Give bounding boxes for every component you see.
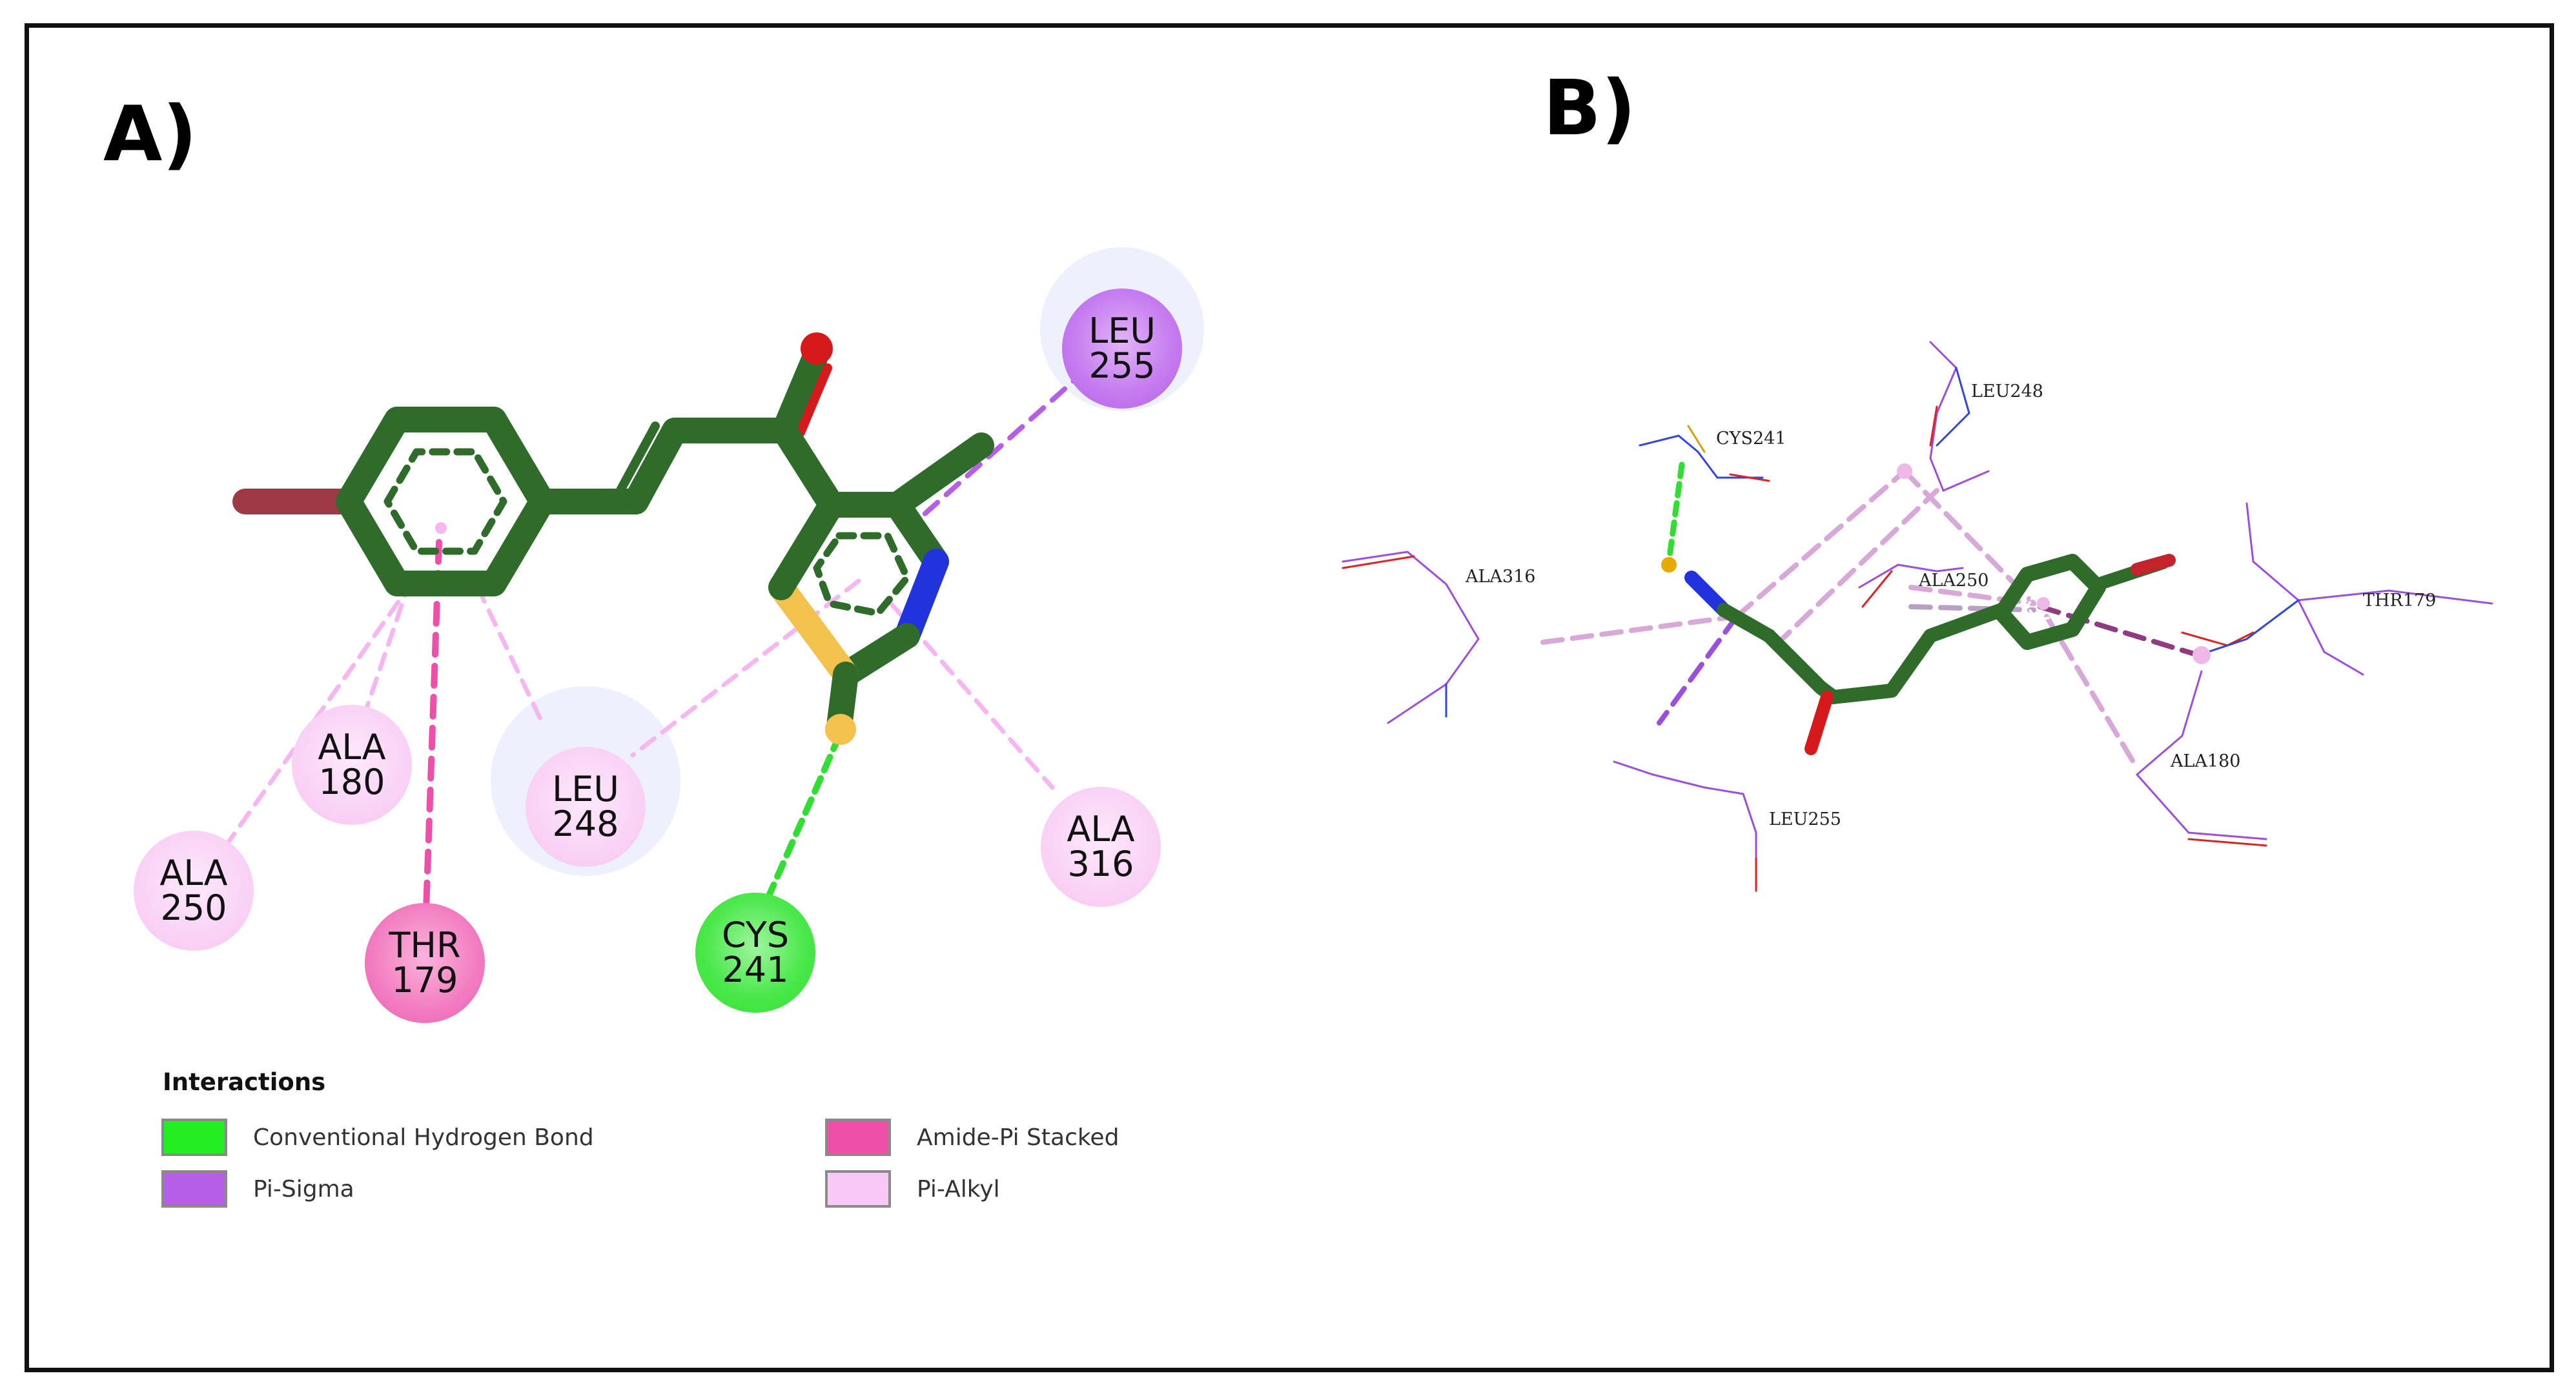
ala316-wire xyxy=(1342,551,1480,724)
pi-alkyl-3d-ala180 xyxy=(2044,614,2140,771)
legend-swatch-pi-sigma xyxy=(161,1170,227,1208)
residue-number: 250 xyxy=(160,888,227,928)
benzene-aromatic-dashes xyxy=(383,448,507,555)
sulfur-atom xyxy=(825,714,856,745)
thiazole-s-bond-2 xyxy=(768,492,844,600)
pose-3d-view: LEU248 CYS241 ALA316 ALA250 THR179 ALA18… xyxy=(1342,341,2493,892)
pi-alkyl-3d-leu248-a xyxy=(1734,469,1907,619)
benzene-ring xyxy=(336,407,555,596)
residue-number: 316 xyxy=(1067,844,1134,884)
label-3d-leu248: LEU248 xyxy=(1971,381,2043,401)
carbonyl-double xyxy=(796,363,832,437)
ligand-2d-structure xyxy=(232,332,994,745)
ala180-wire xyxy=(2135,670,2267,840)
label-3d-thr179: THR179 xyxy=(2363,591,2436,611)
legend-label-h-bond: Conventional Hydrogen Bond xyxy=(253,1124,594,1151)
residue-name: ALA xyxy=(318,727,386,767)
legend-item-amide-pi: Amide-Pi Stacked xyxy=(825,1119,1119,1156)
ring-link-bond xyxy=(772,418,844,518)
pi-sigma-3d-leu255 xyxy=(1657,614,1739,725)
legend-title: Interactions xyxy=(163,1068,326,1096)
pi-alkyl-3d-leu248-b xyxy=(1902,469,2036,606)
residue-name: LEU xyxy=(1089,310,1156,351)
thiazole-aromatic-dashes xyxy=(813,532,911,617)
h-bond-line-cys241 xyxy=(765,733,843,900)
pi-alkyl-line-leu248-ring1 xyxy=(475,585,545,725)
oxygen-atom xyxy=(801,332,833,365)
label-3d-ala316: ALA316 xyxy=(1465,567,1535,587)
legend-swatch-amide-pi xyxy=(825,1119,891,1156)
residue-number: 179 xyxy=(391,960,458,1000)
label-3d-cys241: CYS241 xyxy=(1716,429,1786,449)
residue-name: LEU xyxy=(552,769,619,809)
legend-item-pi-alkyl: Pi-Alkyl xyxy=(825,1170,1000,1208)
legend-label-pi-alkyl: Pi-Alkyl xyxy=(917,1175,1000,1202)
thiazole-s-bond-1 xyxy=(768,574,859,687)
legend-swatch-h-bond xyxy=(161,1119,227,1156)
residue-name: THR xyxy=(389,925,461,966)
legend-item-h-bond: Conventional Hydrogen Bond xyxy=(161,1119,594,1156)
legend-item-pi-sigma: Pi-Sigma xyxy=(161,1170,354,1208)
leu248-wire xyxy=(1929,341,1990,492)
cys241-wire xyxy=(1639,434,1764,479)
residue-name: ALA xyxy=(159,853,228,893)
h-bond-3d xyxy=(1666,462,1685,565)
methyl-bond xyxy=(884,432,994,518)
carbonyl-bond xyxy=(772,345,828,443)
pi-alkyl-line-ala180 xyxy=(359,578,413,725)
label-3d-ala180: ALA180 xyxy=(2170,751,2240,771)
amide-pi-line-thr179 xyxy=(423,539,442,913)
label-3d-leu255: LEU255 xyxy=(1769,809,1841,829)
pi-alkyl-3d-ala250 xyxy=(1908,604,2036,613)
ala250-wire xyxy=(1858,563,1964,589)
residue-name: CYS xyxy=(721,915,790,955)
figure-frame xyxy=(25,23,2554,1372)
vinyl-double-bond-2 xyxy=(614,421,660,498)
residue-wireframes xyxy=(1342,341,2493,892)
legend-swatch-pi-alkyl xyxy=(825,1170,891,1208)
residue-number: 241 xyxy=(722,949,789,990)
thiazole-n-bond xyxy=(894,549,949,649)
thr179-wire xyxy=(2245,502,2493,605)
pi-sigma-line-leu255 xyxy=(901,369,1087,535)
leu255-wire xyxy=(1613,760,1757,886)
panel-a-label: A) xyxy=(103,89,198,178)
vinyl-double-bond xyxy=(623,418,688,514)
residue-number: 248 xyxy=(552,804,619,844)
panel-b-label: B) xyxy=(1543,63,1636,152)
pi-alkyl-line-leu248-ring2 xyxy=(630,578,861,758)
ring-centroid-benzene xyxy=(435,522,447,534)
residue-name: ALA xyxy=(1067,809,1135,849)
legend-label-pi-sigma: Pi-Sigma xyxy=(253,1175,354,1202)
ligand-3d xyxy=(1661,463,2211,755)
residue-number: 255 xyxy=(1089,345,1156,386)
pi-alkyl-3d-ala316 xyxy=(1540,614,1739,645)
residue-number: 180 xyxy=(318,762,385,802)
legend-label-amide-pi: Amide-Pi Stacked xyxy=(917,1124,1119,1151)
label-3d-ala250: ALA250 xyxy=(1918,571,1988,591)
amide-pi-3d-thr179 xyxy=(2038,604,2201,658)
interactions-3d xyxy=(1540,462,2201,771)
